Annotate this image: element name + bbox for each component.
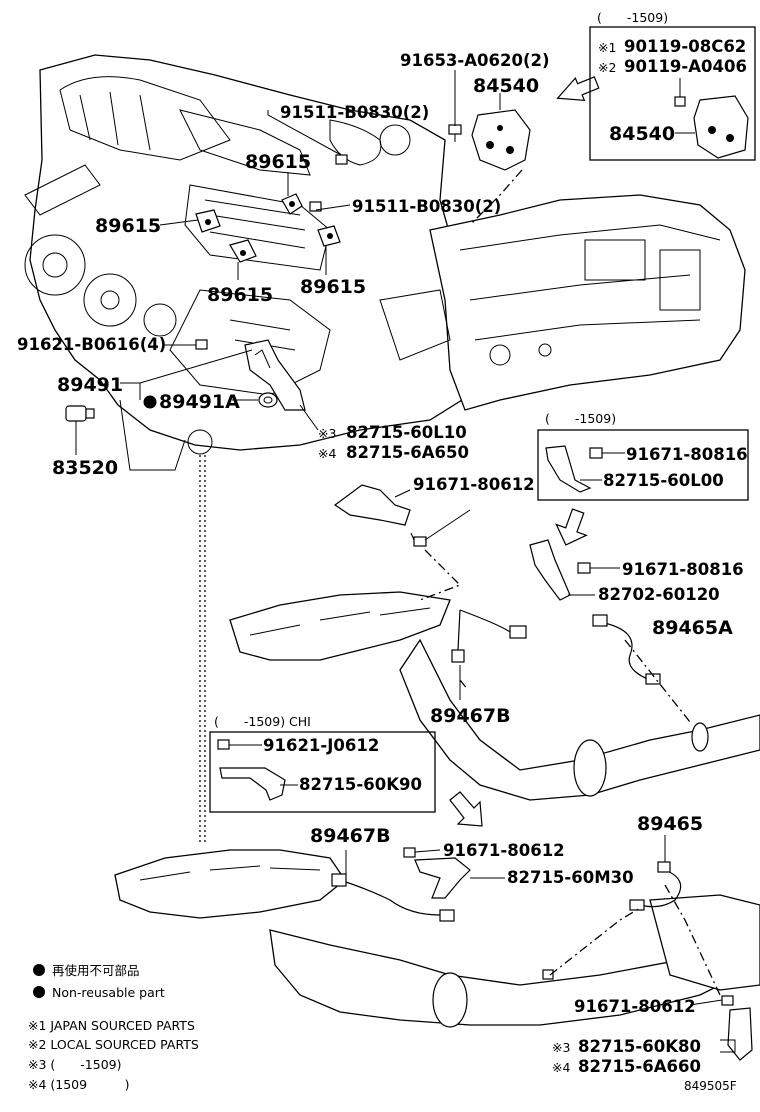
part-number-91511-B0830-a: 91511-B0830(2): [280, 103, 429, 122]
arrow-icon: [449, 76, 600, 827]
part-number-84540: 84540: [473, 75, 539, 97]
part-number-84540-inset: 84540: [609, 123, 675, 145]
mark3-label-lower: ※3: [552, 1040, 570, 1055]
sensor-89615-b[interactable]: [195, 209, 221, 233]
part-number-82702-60120: 82702-60120: [598, 585, 720, 604]
gasket-89491A[interactable]: [258, 392, 278, 408]
legend-en: Non-reusable part: [52, 985, 165, 1000]
mark4-label: ※4: [318, 446, 336, 461]
part-number-82715-6A650: 82715-6A650: [346, 443, 469, 462]
legend-jp: 再使用不可部品: [52, 963, 140, 978]
part-number-91671-80816-inset: 91671-80816: [626, 445, 748, 464]
part-number-91653-A0620: 91653-A0620(2): [400, 51, 550, 70]
sensor-84540[interactable]: [471, 109, 531, 171]
legend-dot-en: [33, 986, 45, 998]
part-number-91671-80612-c: 91671-80612: [574, 997, 696, 1016]
part-number-82715-60K80: 82715-60K80: [578, 1037, 701, 1056]
inset-top-mark1: ※1: [598, 40, 616, 55]
bolt-91511-b[interactable]: [309, 201, 322, 212]
sensor-89615-c[interactable]: [229, 239, 257, 263]
part-number-82715-60L00: 82715-60L00: [603, 471, 724, 490]
transmission-illustration: [379, 194, 746, 411]
oxygen-sensor-89467B-upper[interactable]: [451, 609, 527, 663]
legend-note-4: ※4 (1509 ): [28, 1077, 129, 1092]
exhaust-lower: [114, 849, 760, 1028]
part-number-89465: 89465: [637, 813, 703, 835]
part-number-89615-c: 89615: [207, 284, 273, 306]
part-number-82715-60L10: 82715-60L10: [346, 423, 467, 442]
legend-note-1: ※1 JAPAN SOURCED PARTS: [28, 1018, 195, 1033]
part-number-90119-08C62: 90119-08C62: [624, 37, 746, 56]
legend-dot-jp: [33, 964, 45, 976]
part-number-91511-B0830-b: 91511-B0830(2): [352, 197, 501, 216]
part-number-89615-a: 89615: [245, 151, 311, 173]
part-number-89491A: 89491A: [159, 391, 240, 413]
inset-chi: ( -1509) CHI 91621-J0612 82715-60K90: [209, 714, 436, 813]
inset-bracket-82715-60L00[interactable]: [545, 445, 603, 493]
leader-lines: [75, 70, 736, 1053]
part-number-90119-A0406: 90119-A0406: [624, 57, 747, 76]
bracket-82715-60M30[interactable]: [414, 857, 471, 899]
figure-id: 849505F: [684, 1079, 737, 1093]
reference-lines: [199, 169, 721, 996]
part-number-91671-80816-b: 91671-80816: [622, 560, 744, 579]
inset-mid: ( -1509) 91671-80816 82715-60L00: [537, 411, 749, 501]
part-number-89465A: 89465A: [652, 617, 733, 639]
part-number-89491: 89491: [57, 374, 123, 396]
part-number-89615-b: 89615: [95, 215, 161, 237]
part-labels: 91653-A0620(2) 84540 91511-B0830(2) 8961…: [17, 51, 744, 1076]
non-reusable-dot: [143, 395, 157, 409]
switch-83520[interactable]: [65, 405, 95, 422]
knock-sensor-89491[interactable]: [244, 339, 306, 411]
inset-bracket-82715-60K90[interactable]: [217, 739, 286, 801]
inset-top: ( -1509) ※1 90119-08C62 ※2 90119-A0406 8…: [589, 10, 756, 161]
inset-mid-header: ( -1509): [545, 411, 616, 426]
part-number-82715-6A660: 82715-6A660: [578, 1057, 701, 1076]
part-number-89467B-lower: 89467B: [310, 825, 391, 847]
nut-lower-exhaust[interactable]: [542, 969, 554, 980]
part-number-82715-60K90: 82715-60K90: [299, 775, 422, 794]
part-number-91671-80612-b: 91671-80612: [443, 841, 565, 860]
part-number-91621-J0612: 91621-J0612: [263, 736, 379, 755]
oxygen-sensor-89465[interactable]: [629, 861, 682, 911]
part-number-91671-80612-a: 91671-80612: [413, 475, 535, 494]
bolt-91511-a[interactable]: [335, 154, 348, 165]
oxygen-sensor-89465A[interactable]: [592, 614, 661, 685]
bolt-91671-80612-b[interactable]: [403, 847, 416, 858]
part-number-89615-d: 89615: [300, 276, 366, 298]
bolt-91671-80612-a[interactable]: [410, 532, 427, 547]
inset-chi-header: ( -1509) CHI: [214, 714, 311, 729]
part-number-83520: 83520: [52, 457, 118, 479]
oxygen-sensor-89467B-lower[interactable]: [331, 873, 455, 922]
inset-top-header: ( -1509): [597, 10, 668, 25]
exhaust-upper: [229, 591, 760, 801]
sensor-89615-d[interactable]: [317, 225, 341, 247]
sensor-89615-a[interactable]: [281, 193, 303, 215]
inset-top-mark2: ※2: [598, 60, 616, 75]
bracket-82715-60L10[interactable]: [333, 484, 411, 526]
part-number-89467B-upper: 89467B: [430, 705, 511, 727]
legend: 再使用不可部品 Non-reusable part ※1 JAPAN SOURC…: [28, 963, 199, 1092]
inset-sensor-84540[interactable]: [674, 95, 749, 159]
bolt-91671-80612-c[interactable]: [721, 995, 734, 1006]
legend-note-2: ※2 LOCAL SOURCED PARTS: [28, 1037, 199, 1052]
bolt-91621[interactable]: [195, 339, 208, 350]
bracket-82702-60120[interactable]: [529, 539, 571, 601]
mark4-label-lower: ※4: [552, 1060, 570, 1075]
bolt-91653[interactable]: [448, 124, 462, 142]
legend-note-3: ※3 ( -1509): [28, 1057, 121, 1072]
bracket-82715-60K80[interactable]: [727, 1007, 753, 1061]
part-number-82715-60M30: 82715-60M30: [507, 868, 634, 887]
bolt-91671-80816-b[interactable]: [577, 562, 591, 574]
mark3-label: ※3: [318, 426, 336, 441]
part-number-91621-B0616: 91621-B0616(4): [17, 335, 166, 354]
